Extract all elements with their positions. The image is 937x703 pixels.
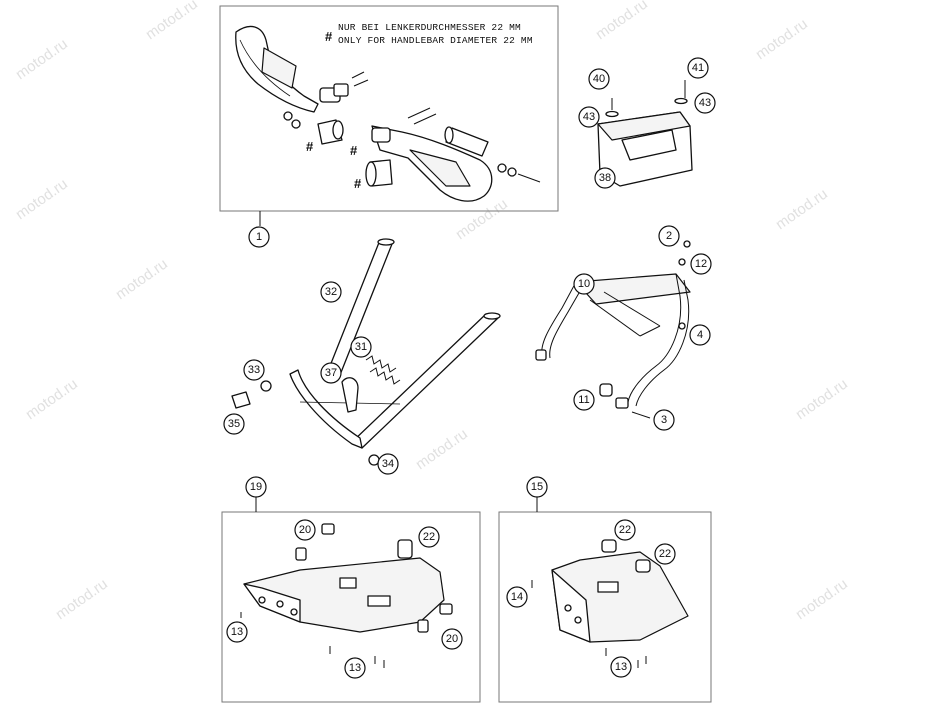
skid-plate-left xyxy=(240,523,453,668)
watermark: motod.ru xyxy=(453,195,511,243)
svg-text:13: 13 xyxy=(615,661,627,673)
watermark: motod.ru xyxy=(13,35,71,83)
hash-symbol: # xyxy=(350,143,358,158)
svg-text:22: 22 xyxy=(659,548,671,560)
svg-text:38: 38 xyxy=(599,172,611,184)
callout-32: 32 xyxy=(320,281,342,303)
stand-bracket xyxy=(341,377,359,413)
svg-text:32: 32 xyxy=(325,286,337,298)
svg-text:37: 37 xyxy=(325,367,337,379)
callout-31: 31 xyxy=(350,336,372,358)
callout-15: 15 xyxy=(526,476,548,498)
callout-12: 12 xyxy=(690,253,712,275)
callout-3: 3 xyxy=(653,409,675,431)
skid-plate-panel-left xyxy=(221,511,481,703)
handguard-left xyxy=(235,25,319,113)
callout-13: 13 xyxy=(610,656,632,678)
callout-22: 22 xyxy=(654,543,676,565)
handguard-mount-left xyxy=(283,71,369,129)
hash-symbol: # xyxy=(306,139,314,154)
callout-13: 13 xyxy=(344,657,366,679)
svg-text:22: 22 xyxy=(423,531,435,543)
callout-1: 1 xyxy=(248,226,270,248)
svg-text:11: 11 xyxy=(578,394,589,406)
svg-text:12: 12 xyxy=(695,258,707,270)
watermark: motod.ru xyxy=(13,175,71,223)
svg-text:43: 43 xyxy=(699,97,711,109)
callout-22: 22 xyxy=(614,519,636,541)
svg-text:14: 14 xyxy=(511,591,523,603)
callout-22: 22 xyxy=(418,526,440,548)
callout-20: 20 xyxy=(441,628,463,650)
svg-text:20: 20 xyxy=(299,524,311,536)
handguard-right xyxy=(371,107,493,202)
svg-text:15: 15 xyxy=(531,481,543,493)
callout-33: 33 xyxy=(243,359,265,381)
svg-text:33: 33 xyxy=(248,364,260,376)
callout-2: 2 xyxy=(658,225,680,247)
svg-text:1: 1 xyxy=(256,231,262,243)
callout-41: 41 xyxy=(687,57,709,79)
svg-text:3: 3 xyxy=(661,414,667,426)
hash-symbol: # xyxy=(354,176,362,191)
clamp-spacer xyxy=(365,159,393,187)
callout-43: 43 xyxy=(578,106,600,128)
svg-text:34: 34 xyxy=(382,458,394,470)
svg-text:19: 19 xyxy=(250,481,262,493)
watermark: motod.ru xyxy=(53,575,111,623)
callout-35: 35 xyxy=(223,413,245,435)
callout-20: 20 xyxy=(294,519,316,541)
spring xyxy=(365,355,401,385)
svg-text:20: 20 xyxy=(446,633,458,645)
skid-plate-right xyxy=(531,539,689,668)
callout-34: 34 xyxy=(377,453,399,475)
watermark: motod.ru xyxy=(773,185,831,233)
watermark: motod.ru xyxy=(23,375,81,423)
luggage-rack xyxy=(535,240,691,419)
callout-4: 4 xyxy=(689,324,711,346)
watermark: motod.ru xyxy=(753,15,811,63)
watermark: motod.ru xyxy=(413,425,471,473)
watermark: motod.ru xyxy=(143,0,201,43)
svg-text:4: 4 xyxy=(697,329,703,341)
handlebar-end xyxy=(444,126,489,157)
handguard-panel xyxy=(219,5,559,212)
skid-plate-panel-right xyxy=(498,511,712,703)
svg-text:43: 43 xyxy=(583,111,595,123)
callout-40: 40 xyxy=(588,68,610,90)
svg-text:13: 13 xyxy=(231,626,243,638)
callout-10: 10 xyxy=(573,273,595,295)
svg-text:41: 41 xyxy=(692,62,704,74)
svg-text:13: 13 xyxy=(349,662,361,674)
rubber-stop xyxy=(231,380,380,466)
watermark: motod.ru xyxy=(793,575,851,623)
callout-37: 37 xyxy=(320,362,342,384)
watermark: motod.ru xyxy=(113,255,171,303)
note-german: NUR BEI LENKERDURCHMESSER 22 MM xyxy=(338,22,521,33)
svg-text:2: 2 xyxy=(666,230,672,242)
watermark: motod.ru xyxy=(793,375,851,423)
svg-text:22: 22 xyxy=(619,524,631,536)
bar-end-bolt xyxy=(497,163,541,183)
callout-13: 13 xyxy=(226,621,248,643)
svg-text:31: 31 xyxy=(355,341,367,353)
watermark: motod.ru xyxy=(593,0,651,43)
svg-text:35: 35 xyxy=(228,418,240,430)
callout-11: 11 xyxy=(573,389,595,411)
note-english: ONLY FOR HANDLEBAR DIAMETER 22 MM xyxy=(338,35,533,46)
clamp-spacer xyxy=(317,119,344,145)
callout-14: 14 xyxy=(506,586,528,608)
callout-43: 43 xyxy=(694,92,716,114)
svg-text:40: 40 xyxy=(593,73,605,85)
callout-38: 38 xyxy=(594,167,616,189)
seat-pad xyxy=(597,80,693,187)
svg-text:10: 10 xyxy=(578,278,590,290)
note-hash-symbol: # xyxy=(325,29,333,44)
callout-19: 19 xyxy=(245,476,267,498)
side-stand-frame xyxy=(289,238,501,449)
